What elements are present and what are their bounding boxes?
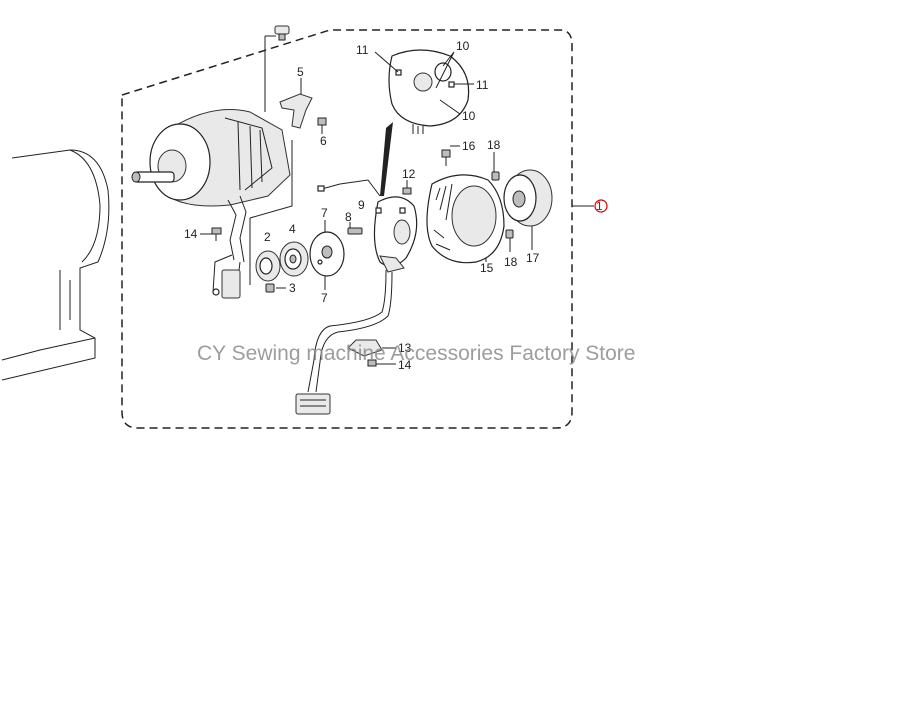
encoder-plate-part-7 <box>309 220 345 290</box>
callout-11-right: 11 <box>476 78 489 92</box>
callout-10-upper: 10 <box>456 39 470 53</box>
set-screw-part-18-upper <box>491 152 500 181</box>
bottom-connector <box>295 393 331 415</box>
callout-18-upper: 18 <box>487 138 501 152</box>
assembly-boundary <box>121 29 573 429</box>
harness-connector <box>212 254 241 299</box>
callout-10-lower: 10 <box>462 109 476 123</box>
callout-17: 17 <box>526 251 540 265</box>
callout-1-highlight <box>594 199 608 213</box>
handwheel-part-17 <box>503 169 553 250</box>
callout-5: 5 <box>297 65 304 79</box>
callout-14-lower: 14 <box>398 358 412 372</box>
callout-6: 6 <box>320 134 327 148</box>
callout-18-lower: 18 <box>504 255 518 269</box>
top-screw <box>264 25 290 112</box>
coupling-part-2 <box>255 250 281 282</box>
callout-2: 2 <box>264 230 271 244</box>
screw-part-14-upper <box>200 227 222 241</box>
callout-1: 1 <box>596 199 603 213</box>
screw-part-12 <box>402 180 412 195</box>
set-screw-part-18-lower <box>505 229 514 252</box>
callout-8: 8 <box>345 210 352 224</box>
sensor-board-part-9 <box>307 196 418 393</box>
screw-part-6 <box>317 117 327 134</box>
callout-12: 12 <box>402 167 416 181</box>
motor-housing <box>131 109 291 263</box>
callout-9: 9 <box>358 198 365 212</box>
disk-part-4 <box>279 241 309 277</box>
callout-3: 3 <box>289 281 296 295</box>
wire-clamp-part-13 <box>347 339 396 357</box>
store-watermark: CY Sewing machine Accessories Factory St… <box>197 342 635 365</box>
screw-part-14-lower <box>367 359 396 367</box>
leader-group <box>249 140 293 219</box>
callout-15: 15 <box>480 261 494 275</box>
callout-7-upper: 7 <box>321 206 328 220</box>
sensor-wire <box>317 179 381 197</box>
callout-4: 4 <box>289 222 296 236</box>
callout-14-upper: 14 <box>184 227 198 241</box>
callout-13: 13 <box>398 341 412 355</box>
cover-part-15 <box>426 174 505 264</box>
bracket-part-5 <box>279 78 313 129</box>
sensor-disk-detail <box>374 49 474 134</box>
wire-end <box>317 185 325 192</box>
callout-11-left: 11 <box>356 43 369 57</box>
set-screw-part-3 <box>265 283 286 293</box>
screw-part-8 <box>347 222 363 235</box>
screw-part-16 <box>441 145 460 166</box>
callout-7-lower: 7 <box>321 291 328 305</box>
callout-16: 16 <box>462 139 476 153</box>
detail-pointer <box>380 122 393 196</box>
sewing-machine-body <box>1 149 110 381</box>
